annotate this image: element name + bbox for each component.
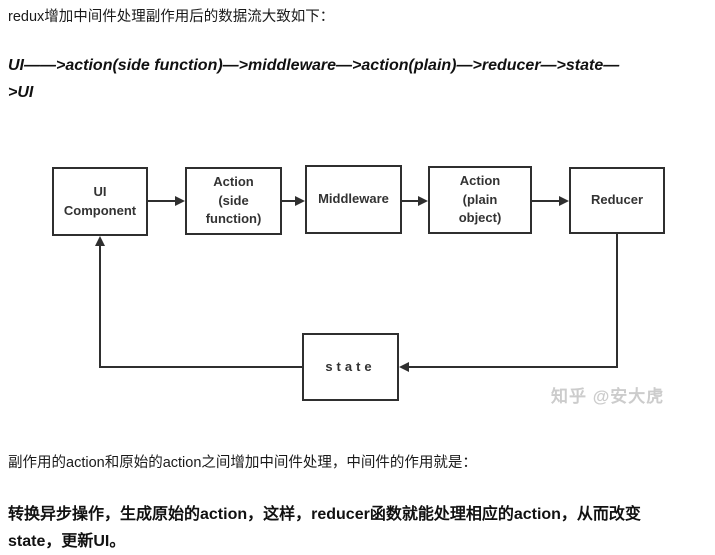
redux-flow-diagram: UI Component Action (side function) Midd… — [0, 120, 715, 430]
arrowhead-reducer-to-state — [399, 362, 409, 372]
flow-line-2: >UI — [8, 84, 34, 101]
arrowhead-action-side-to-middleware — [295, 196, 305, 206]
flow-expression: UI——>action(side function)—>middleware—>… — [8, 52, 708, 106]
arrow-state-to-ui — [99, 246, 302, 368]
node-ui-component: UI Component — [52, 167, 148, 236]
diagram-arrows-layer — [95, 196, 618, 372]
explain-text: 副作用的action和原始的action之间增加中间件处理，中间件的作用就是： — [8, 455, 477, 471]
arrowhead-middleware-to-action-plain — [418, 196, 428, 206]
arrowhead-ui-to-action-side — [175, 196, 185, 206]
conclusion-line-1: 转换异步操作，生成原始的action，这样，reducer函数就能处理相应的ac… — [8, 506, 641, 523]
node-middleware: Middleware — [305, 165, 402, 234]
arrowhead-state-to-ui — [95, 236, 105, 246]
node-action-side-function: Action (side function) — [185, 167, 282, 235]
conclusion-line-2: state，更新UI。 — [8, 533, 126, 550]
node-state: state — [302, 333, 399, 401]
node-action-plain-object: Action (plain object) — [428, 166, 532, 234]
intro-text: redux增加中间件处理副作用后的数据流大致如下： — [8, 9, 335, 25]
zhihu-watermark: 知乎 @安大虎 — [551, 387, 665, 406]
arrowhead-action-plain-to-reducer — [559, 196, 569, 206]
flow-line-1: UI——>action(side function)—>middleware—>… — [8, 57, 620, 74]
node-reducer: Reducer — [569, 167, 665, 234]
conclusion-text: 转换异步操作，生成原始的action，这样，reducer函数就能处理相应的ac… — [8, 501, 708, 555]
arrow-reducer-to-state — [408, 234, 618, 368]
